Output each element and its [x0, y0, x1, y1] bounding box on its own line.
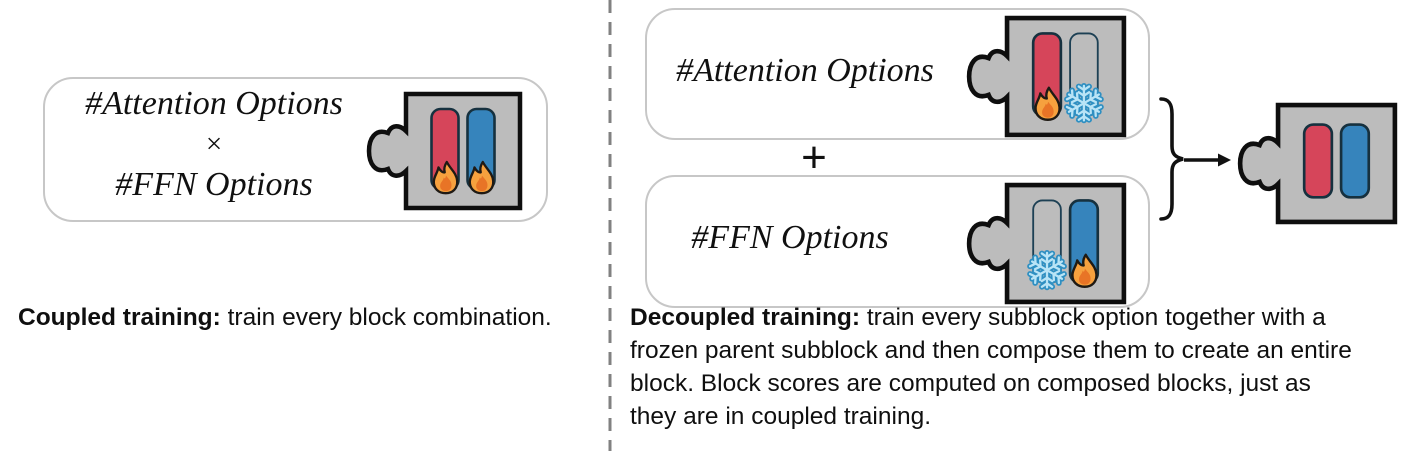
- multiply-symbol: ×: [205, 128, 223, 160]
- attention-options-label: #Attention Options: [85, 85, 343, 122]
- puzzle-piece-icon: [964, 15, 1128, 138]
- attention-bar: [1302, 123, 1334, 199]
- coupled-label-stack: #Attention Options × #FFN Options: [64, 85, 364, 205]
- caption-decoupled-lead: Decoupled training:: [630, 304, 861, 331]
- attention-options-label: #Attention Options: [676, 52, 934, 89]
- snowflake-icon: [1030, 253, 1065, 287]
- composed-puzzle-piece-icon: [1235, 102, 1399, 225]
- caption-coupled-body: train every block combination.: [220, 304, 552, 331]
- ffn-options-label: #FFN Options: [115, 166, 313, 203]
- puzzle-piece-icon: [964, 182, 1128, 305]
- caption-decoupled-line4: they are in coupled training.: [630, 403, 931, 430]
- caption-decoupled: Decoupled training: train every subblock…: [630, 301, 1410, 433]
- caption-coupled: Coupled training: train every block comb…: [18, 301, 618, 334]
- caption-decoupled-line3: block. Block scores are computed on comp…: [630, 370, 1311, 397]
- caption-decoupled-line1: train every subblock option together wit…: [860, 304, 1326, 331]
- caption-decoupled-line2: frozen parent subblock and then compose …: [630, 337, 1352, 364]
- ffn-bar: [1339, 123, 1371, 199]
- plus-symbol: +: [801, 133, 827, 182]
- snowflake-icon: [1066, 86, 1101, 120]
- puzzle-piece-icon: [364, 91, 524, 211]
- dashed-divider-line: [608, 0, 612, 451]
- caption-coupled-lead: Coupled training:: [18, 304, 221, 331]
- right-curly-brace-icon: [1159, 97, 1184, 221]
- arrow-right-icon: [1184, 153, 1231, 167]
- ffn-options-label: #FFN Options: [691, 219, 889, 256]
